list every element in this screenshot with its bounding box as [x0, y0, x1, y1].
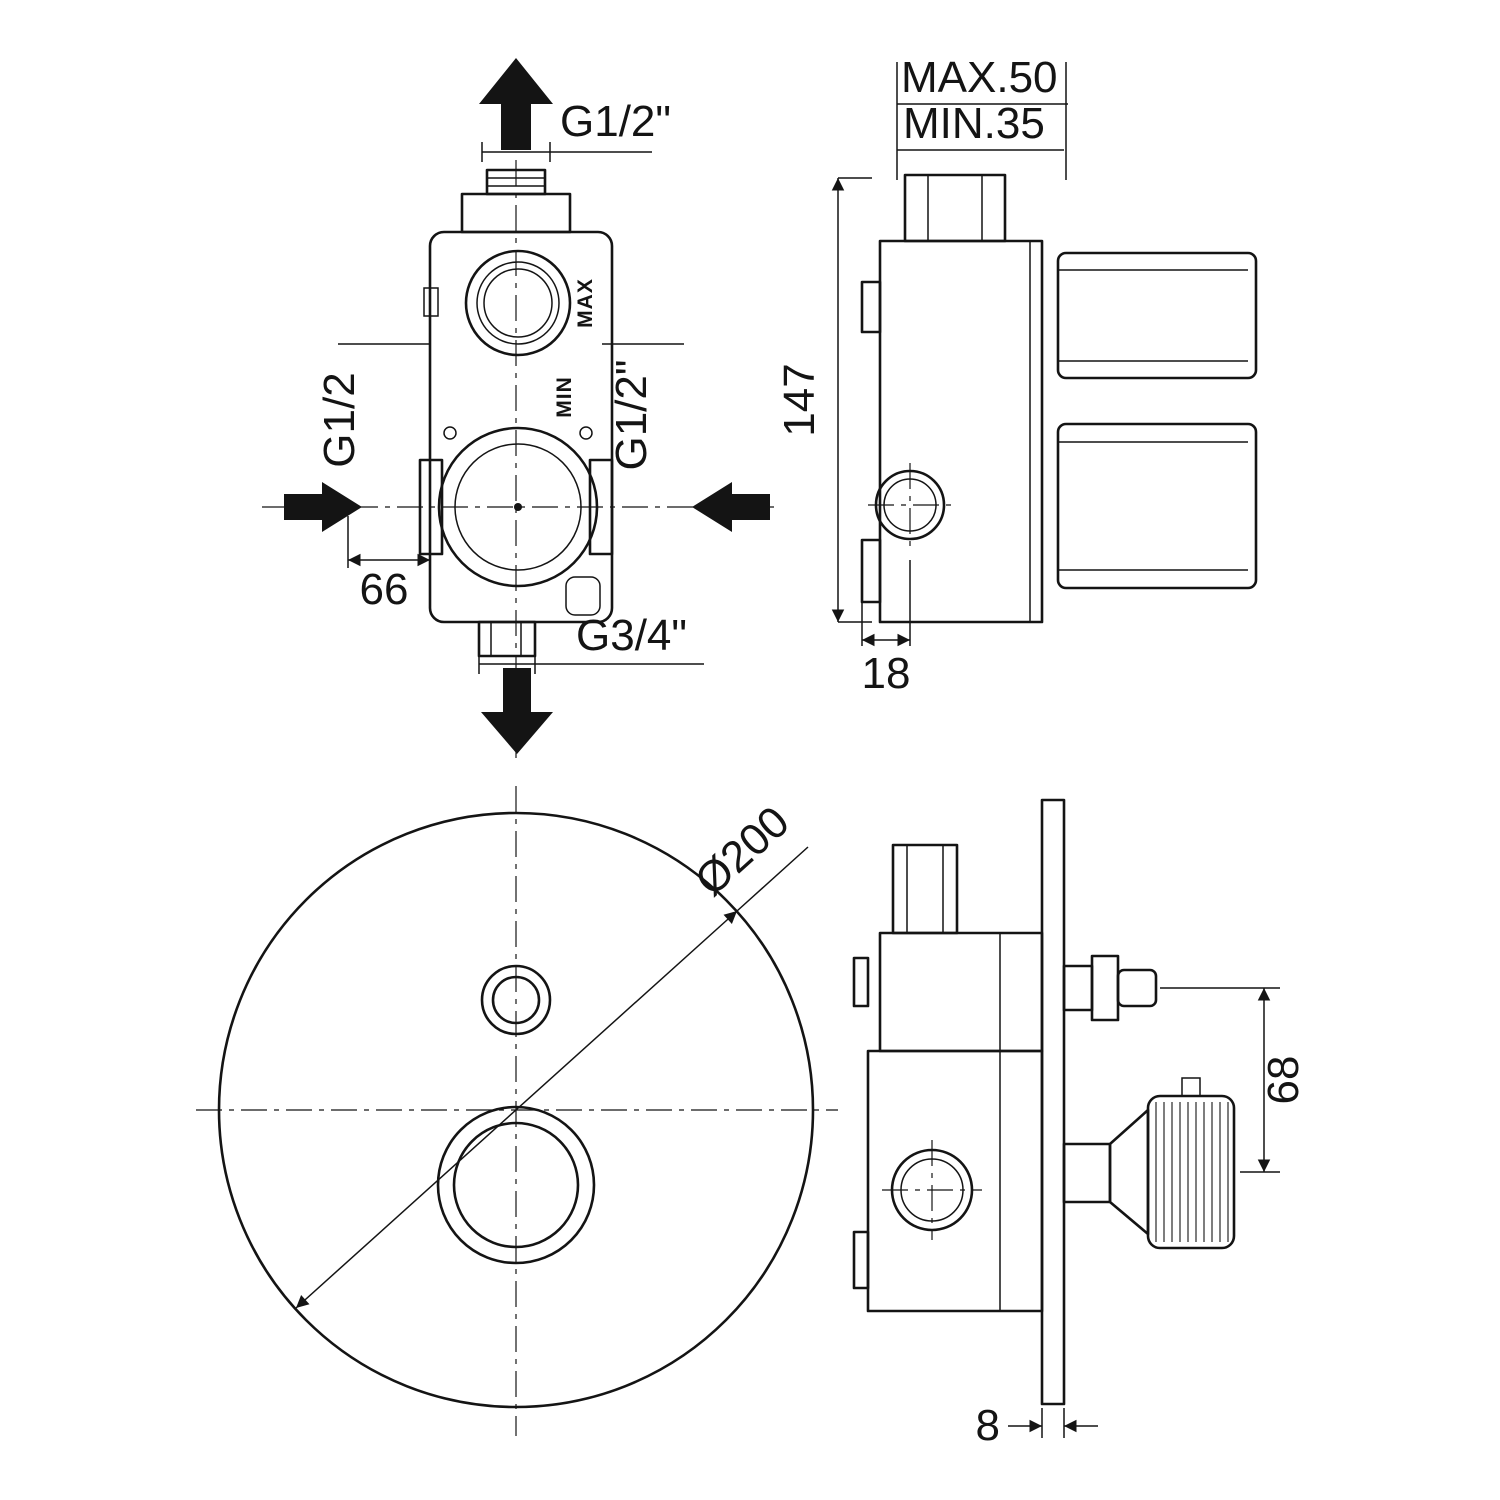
body-side-outline	[860, 173, 1258, 624]
side-circle-crosshair	[882, 1140, 982, 1240]
left-bump-upper	[860, 280, 882, 334]
top-block	[903, 173, 1007, 243]
upper-handle-bar	[1056, 251, 1258, 380]
width-66-label: 66	[360, 565, 409, 614]
upper-body-block	[878, 931, 1044, 1053]
right-port-label: G1/2"	[607, 359, 656, 470]
bottom-outlet-port	[477, 620, 537, 658]
right-tab	[588, 458, 614, 556]
diverter-stem	[1062, 964, 1094, 1012]
top-port-label: G1/2"	[560, 97, 671, 146]
depth-min-label: MIN.35	[903, 99, 1045, 148]
left-port-label: G1/2	[315, 372, 364, 467]
handle-screw	[1181, 1077, 1201, 1097]
handle-knurling	[1155, 1102, 1229, 1242]
main-side-body	[878, 239, 1044, 624]
max-marking: MAX	[574, 278, 597, 328]
depth-max-label: MAX.50	[901, 53, 1058, 102]
left-bump-lower	[860, 538, 882, 604]
lower-handle-bar	[1056, 422, 1258, 590]
upper-circle-outer	[464, 249, 572, 357]
top-port-threads	[487, 177, 545, 187]
upper-circle-inner	[483, 268, 553, 338]
side-port-crosshair	[868, 463, 952, 547]
height-147-label: 147	[775, 363, 824, 436]
flow-down-arrow	[481, 668, 553, 754]
diverter-collar	[1090, 954, 1120, 1022]
main-handle-side	[1062, 1077, 1236, 1250]
thickness-8-label: 8	[976, 1401, 1000, 1450]
offset-18-label: 18	[862, 649, 911, 698]
bottom-port-threads	[490, 622, 522, 656]
thickness-8-ext-lines	[1041, 1408, 1065, 1438]
view-plate-side: 68 8	[852, 798, 1308, 1450]
lower-handle-lines	[1058, 441, 1248, 571]
lower-circle-inner	[454, 443, 582, 571]
left-bump-a	[852, 956, 870, 1008]
top-block-lines	[927, 175, 983, 241]
view-plate-front: Ø200	[196, 786, 838, 1436]
height-147-ext-lines	[838, 177, 872, 623]
lower-circle-center	[514, 503, 522, 511]
trim-body-side	[852, 843, 1044, 1313]
flow-up-arrow	[479, 58, 553, 150]
lower-body-block	[866, 1049, 1044, 1313]
top-port-dim-line	[481, 142, 652, 162]
upper-handle-lines	[1058, 269, 1248, 362]
handle-knob	[1146, 1094, 1236, 1250]
diameter-dim-line	[295, 910, 738, 1309]
view-body-front: G1/2" MAX MIN G3/4"	[262, 58, 774, 758]
bottom-right-port	[565, 576, 601, 616]
bottom-port-dim-line	[478, 654, 704, 674]
handle-neck	[1062, 1142, 1112, 1204]
left-bump-b	[852, 1230, 870, 1290]
view-body-side: MAX.50 MIN.35 147 18	[775, 53, 1258, 698]
right-screw-hole	[579, 426, 593, 440]
flow-right-inlet-arrow	[692, 482, 770, 532]
flow-left-inlet-arrow	[284, 482, 362, 532]
plate-side-profile	[1040, 798, 1066, 1406]
upper-circle-mid	[476, 261, 560, 345]
lower-cartridge	[437, 426, 599, 588]
wall-plane-extension-lines	[896, 62, 1067, 180]
spacing-68-label: 68	[1259, 1056, 1308, 1105]
upper-cartridge	[464, 249, 572, 357]
plate-circle	[217, 811, 815, 1409]
min-marking: MIN	[553, 376, 576, 418]
diverter-tip	[1116, 968, 1158, 1008]
left-screw-hole	[443, 426, 457, 440]
handle-taper	[1108, 1108, 1150, 1236]
top-pipe	[891, 843, 959, 935]
lower-circle-outer	[437, 426, 599, 588]
plate-diameter-label: Ø200	[686, 797, 799, 905]
top-pipe-lines	[906, 845, 944, 933]
diverter-knob-side	[1062, 954, 1158, 1022]
left-tab	[418, 458, 444, 556]
left-clip	[423, 287, 439, 317]
bottom-port-label: G3/4"	[576, 611, 687, 660]
diameter-dim-extension	[736, 846, 809, 912]
